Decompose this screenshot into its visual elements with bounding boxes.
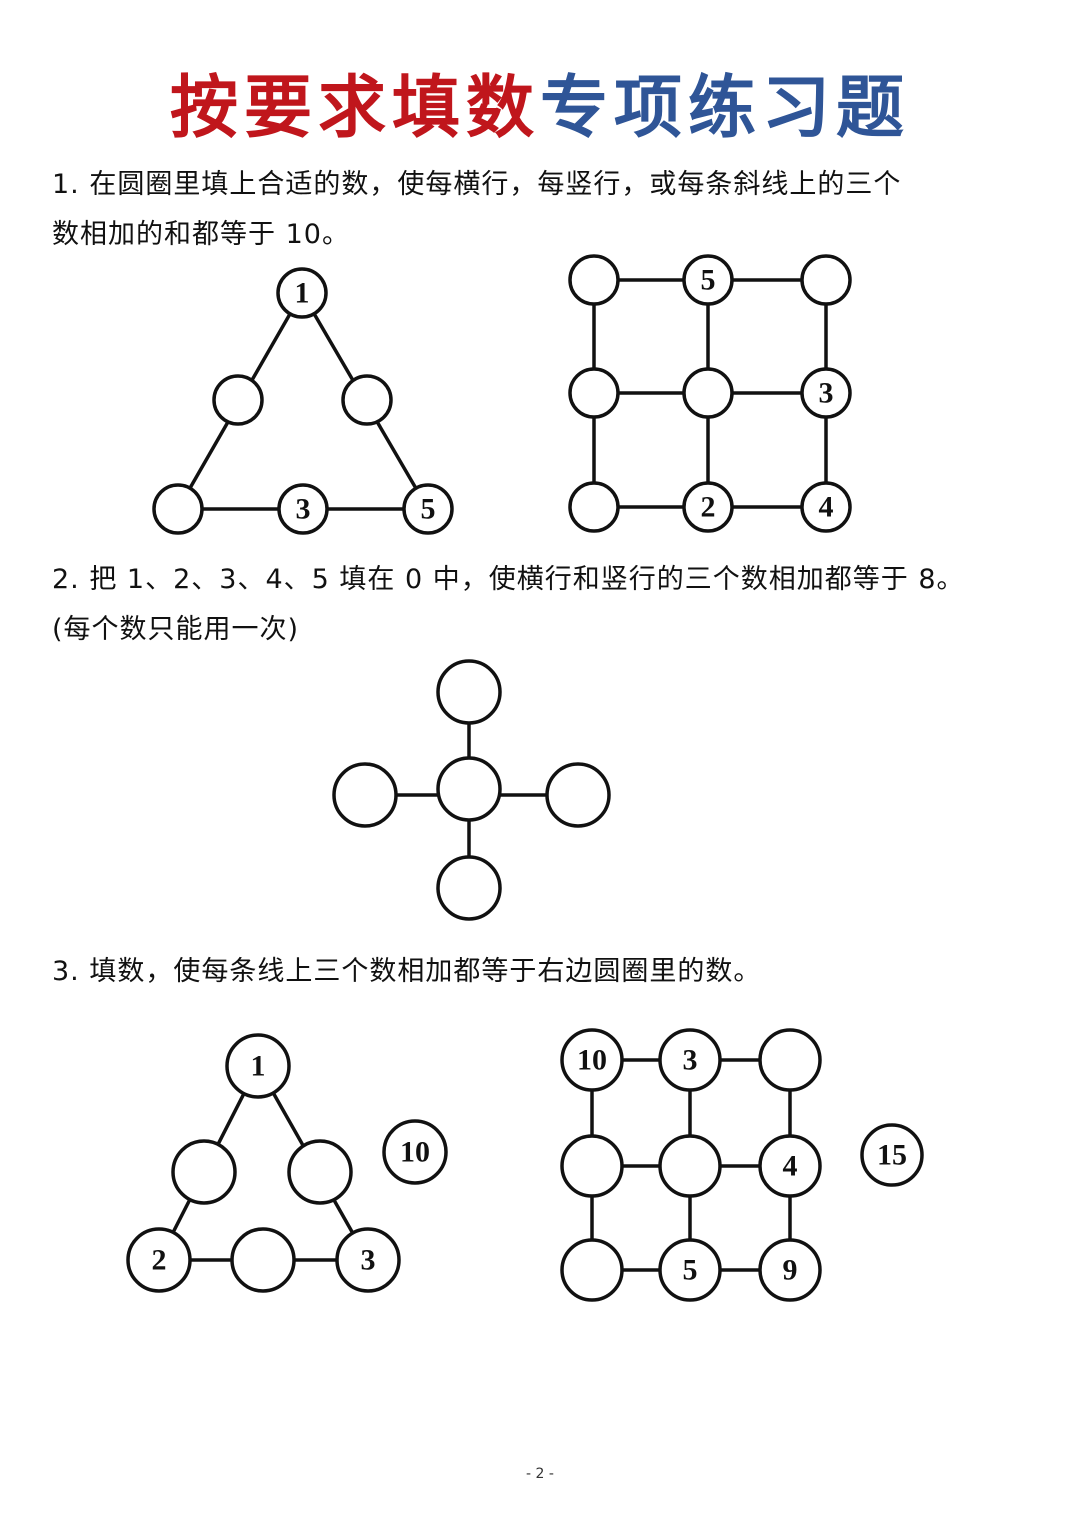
- q3-grid-cell-6[interactable]: [758, 1134, 822, 1198]
- q3-grid-number-2: 3: [683, 1044, 698, 1077]
- q3-grid-number-1: 10: [577, 1044, 607, 1077]
- q3-grid-cell-3[interactable]: [758, 1028, 822, 1092]
- question-2: 2. 把 1、2、3、4、5 填在 0 中，使横行和竖行的三个数相加都等于 8。…: [52, 555, 1042, 655]
- question-2-line-1: 2. 把 1、2、3、4、5 填在 0 中，使横行和竖行的三个数相加都等于 8。: [52, 564, 965, 595]
- q2-cross-bottom-circle[interactable]: [436, 855, 502, 921]
- q3-grid-cell-5[interactable]: [658, 1134, 722, 1198]
- question-3-line-1: 3. 填数，使每条线上三个数相加都等于右边圆圈里的数。: [52, 956, 762, 987]
- q3-tri-bottom-left-circle[interactable]: [126, 1227, 192, 1293]
- question-3: 3. 填数，使每条线上三个数相加都等于右边圆圈里的数。: [52, 947, 1042, 997]
- q1-tri-left-mid-circle[interactable]: [212, 374, 264, 426]
- q2-cross-puzzle: [332, 659, 611, 921]
- q1-tri-bottom-mid-number: 3: [296, 493, 311, 526]
- q3-tri-target-number: 10: [400, 1136, 430, 1169]
- q3-tri-bottom-mid-circle[interactable]: [230, 1227, 296, 1293]
- q2-cross-center-circle[interactable]: [436, 756, 502, 822]
- q3-grid-puzzle: 10 3 4 5 9 15: [560, 1028, 924, 1302]
- q3-grid-target-number: 15: [877, 1139, 907, 1172]
- q3-grid-number-6: 4: [783, 1150, 798, 1183]
- q1-grid-number-8: 2: [701, 491, 716, 524]
- question-1-line-2: 数相加的和都等于 10。: [52, 219, 350, 250]
- q3-tri-bottom-right-circle[interactable]: [335, 1227, 401, 1293]
- title-blue-part: 专项练习题: [540, 68, 911, 148]
- q3-tri-bottom-left-number: 2: [152, 1244, 167, 1277]
- q1-grid-cell-3[interactable]: [800, 254, 852, 306]
- q3-grid-number-9: 9: [783, 1254, 798, 1287]
- q3-grid-cell-4[interactable]: [560, 1134, 624, 1198]
- q1-tri-right-mid-circle[interactable]: [341, 374, 393, 426]
- q1-grid-cell-5[interactable]: [682, 367, 734, 419]
- q1-grid-cell-2[interactable]: [682, 254, 734, 306]
- q1-grid-number-9: 4: [819, 491, 834, 524]
- q1-grid-number-2: 5: [701, 264, 716, 297]
- q3-tri-target-circle: [382, 1119, 448, 1185]
- question-1-line-1: 1. 在圆圈里填上合适的数，使每横行，每竖行，或每条斜线上的三个: [52, 169, 902, 200]
- q1-tri-bottom-right-circle[interactable]: [402, 483, 454, 535]
- q3-triangle-puzzle: 1 2 3 10: [126, 1033, 448, 1293]
- page-title: 按要求填数专项练习题: [0, 52, 1080, 151]
- q1-grid-cell-7[interactable]: [568, 481, 620, 533]
- q1-triangle-puzzle: 1 3 5: [152, 267, 454, 535]
- q2-cross-top-circle[interactable]: [436, 659, 502, 725]
- q1-grid-cell-4[interactable]: [568, 367, 620, 419]
- q3-tri-right-mid-circle[interactable]: [287, 1139, 353, 1205]
- q3-grid-cell-1[interactable]: [560, 1028, 624, 1092]
- q2-cross-left-circle[interactable]: [332, 762, 398, 828]
- q1-tri-top-number: 1: [295, 277, 310, 310]
- q1-grid-cell-9[interactable]: [800, 481, 852, 533]
- q3-grid-target-circle: [860, 1123, 924, 1187]
- question-1: 1. 在圆圈里填上合适的数，使每横行，每竖行，或每条斜线上的三个 数相加的和都等…: [52, 160, 1042, 260]
- question-2-line-2: (每个数只能用一次): [52, 614, 300, 645]
- q3-grid-cell-7[interactable]: [560, 1238, 624, 1302]
- q1-grid-cell-8[interactable]: [682, 481, 734, 533]
- page-number: - 2 -: [526, 1466, 554, 1482]
- q2-cross-right-circle[interactable]: [545, 762, 611, 828]
- q3-tri-left-mid-circle[interactable]: [171, 1139, 237, 1205]
- q3-grid-cell-9[interactable]: [758, 1238, 822, 1302]
- q3-tri-top-circle[interactable]: [225, 1033, 291, 1099]
- q1-tri-top-circle[interactable]: [276, 267, 328, 319]
- q1-tri-bottom-right-number: 5: [421, 493, 436, 526]
- q3-grid-cell-2[interactable]: [658, 1028, 722, 1092]
- q3-tri-top-number: 1: [251, 1050, 266, 1083]
- q3-grid-number-8: 5: [683, 1254, 698, 1287]
- q1-tri-bottom-mid-circle[interactable]: [277, 483, 329, 535]
- q1-tri-bottom-left-circle[interactable]: [152, 483, 204, 535]
- q1-grid-cell-1[interactable]: [568, 254, 620, 306]
- title-red-part: 按要求填数: [169, 68, 540, 148]
- q3-tri-bottom-right-number: 3: [361, 1244, 376, 1277]
- q3-grid-cell-8[interactable]: [658, 1238, 722, 1302]
- q1-grid-puzzle: 5 3 2 4: [568, 254, 852, 533]
- q1-grid-cell-6[interactable]: [800, 367, 852, 419]
- q1-grid-number-6: 3: [819, 377, 834, 410]
